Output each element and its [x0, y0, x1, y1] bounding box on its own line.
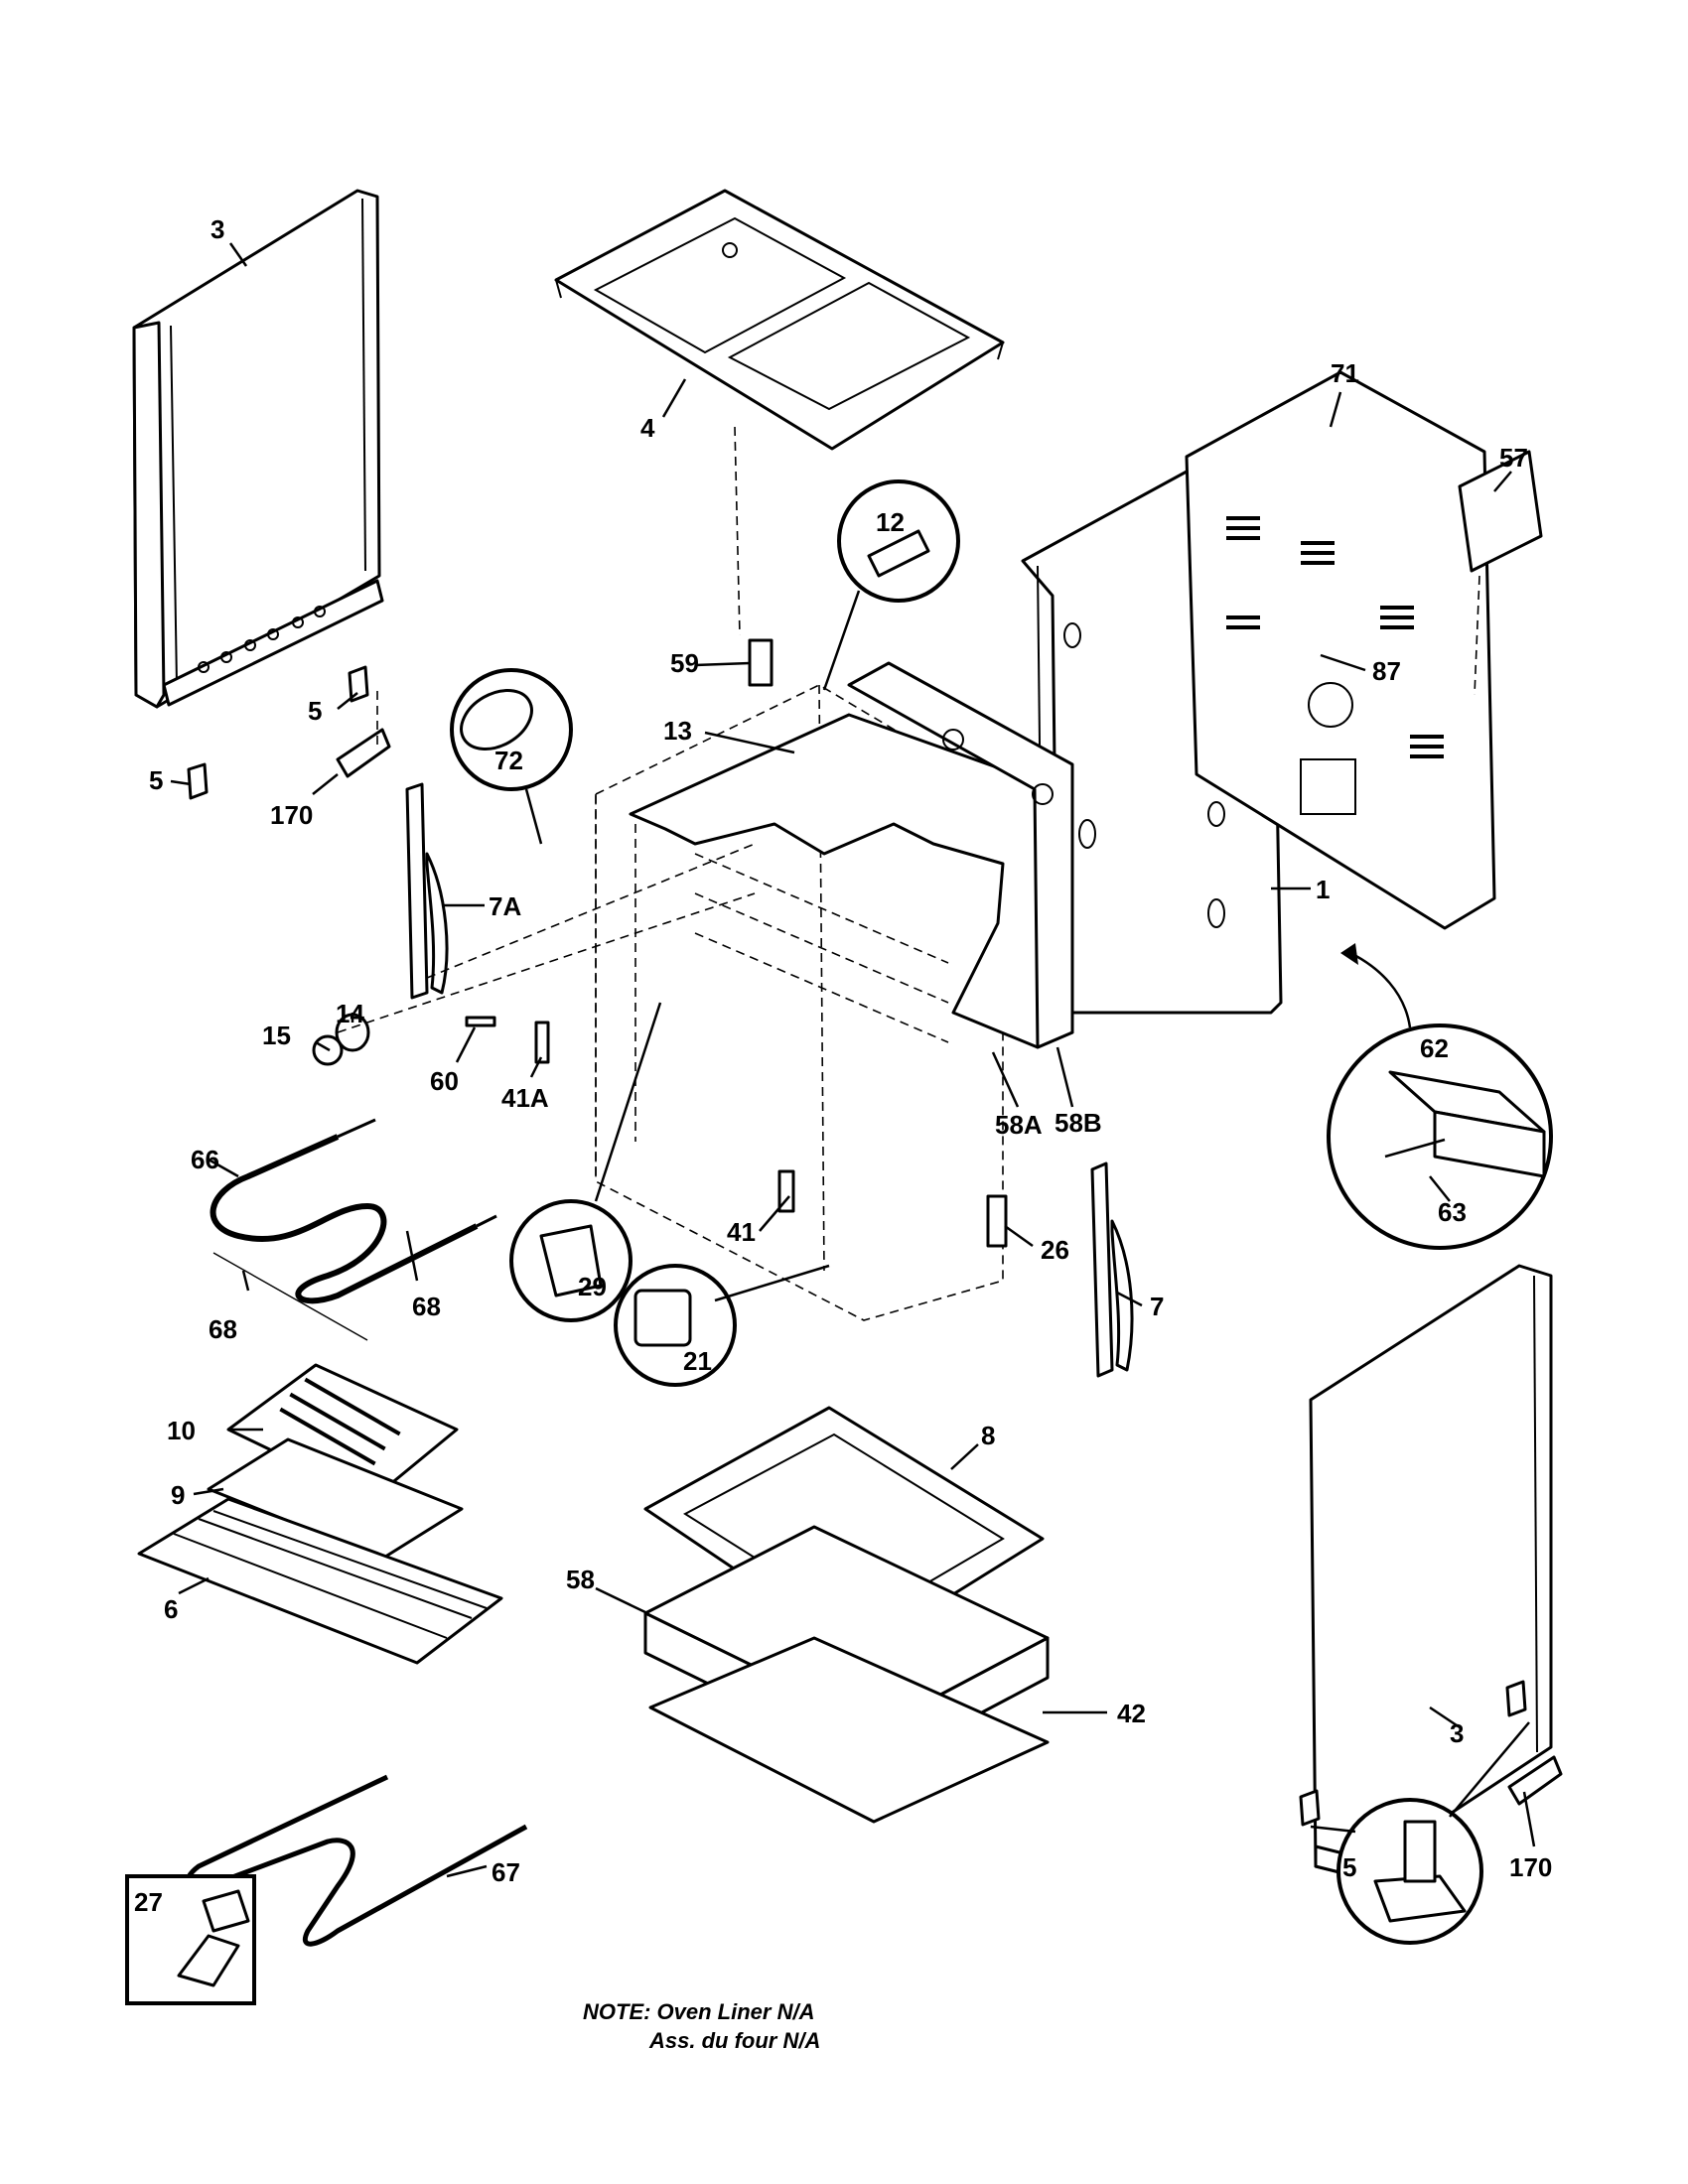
label-72: 72 — [494, 746, 523, 775]
label-170-right: 170 — [1509, 1852, 1552, 1882]
label-3-left: 3 — [211, 214, 224, 244]
label-71: 71 — [1331, 358, 1359, 388]
leveling-leg-small-a — [348, 665, 369, 703]
leveling-leg-small-d — [1505, 1680, 1527, 1717]
bottom-drip-pan — [648, 1636, 1050, 1824]
label-59: 59 — [670, 648, 699, 678]
right-side-panel — [1309, 1264, 1553, 1878]
label-66: 66 — [191, 1145, 219, 1174]
oven-insulation — [629, 661, 1074, 1049]
rating-plate — [1458, 450, 1543, 573]
label-3-right: 3 — [1450, 1718, 1464, 1748]
label-7: 7 — [1150, 1292, 1164, 1321]
leveling-leg-small-b — [187, 762, 209, 800]
label-170-left: 170 — [270, 800, 313, 830]
label-68b: 68 — [412, 1292, 441, 1321]
left-side-panel — [132, 189, 384, 709]
label-63: 63 — [1438, 1197, 1467, 1227]
hinge-7a — [405, 782, 449, 1000]
spacer-59 — [748, 638, 774, 687]
label-1: 1 — [1316, 875, 1330, 904]
rear-cover — [1185, 370, 1496, 930]
label-67: 67 — [492, 1857, 520, 1887]
callout-27-box — [125, 1874, 256, 2005]
label-15: 15 — [262, 1021, 291, 1050]
label-6: 6 — [164, 1594, 178, 1624]
bracket-60 — [465, 1016, 496, 1027]
label-14: 14 — [336, 999, 364, 1028]
callout-72 — [450, 668, 573, 845]
label-42: 42 — [1117, 1699, 1146, 1728]
insulation-strip-68 — [212, 1252, 368, 1341]
label-21: 21 — [683, 1346, 712, 1376]
label-57: 57 — [1499, 443, 1528, 473]
callout-5-foot — [1336, 1798, 1483, 1945]
hinge-7 — [1090, 1161, 1134, 1378]
label-58b: 58B — [1055, 1108, 1102, 1138]
label-5b: 5 — [149, 765, 163, 795]
label-12: 12 — [876, 507, 905, 537]
leveling-leg-small-c — [1299, 1789, 1321, 1827]
anti-tip-bracket-left — [336, 728, 391, 778]
anti-tip-bracket-right — [1507, 1755, 1563, 1806]
label-9: 9 — [171, 1480, 185, 1510]
label-8: 8 — [981, 1421, 995, 1450]
callout-29 — [509, 1199, 633, 1322]
label-68a: 68 — [209, 1314, 237, 1344]
top-panel — [554, 189, 1005, 451]
part-labels: 3 4 5 5 170 72 13 59 12 71 57 87 1 7A 14… — [134, 214, 1552, 1917]
callout-62-63 — [1327, 943, 1553, 1250]
label-5c: 5 — [1342, 1852, 1356, 1882]
oven-rack — [137, 1497, 503, 1665]
label-26: 26 — [1041, 1235, 1069, 1265]
callout-21 — [614, 1264, 737, 1387]
note-line-1: NOTE: Oven Liner N/A — [583, 1999, 814, 2024]
label-87: 87 — [1372, 656, 1401, 686]
label-4: 4 — [640, 413, 655, 443]
label-58a: 58A — [995, 1110, 1043, 1140]
label-41: 41 — [727, 1217, 756, 1247]
label-62: 62 — [1420, 1033, 1449, 1063]
label-5a: 5 — [308, 696, 322, 726]
callout-12 — [822, 479, 960, 691]
broiler-pan-insert — [226, 1363, 459, 1501]
label-60: 60 — [430, 1066, 459, 1096]
clip-41a — [534, 1021, 550, 1064]
label-10: 10 — [167, 1416, 196, 1445]
clip-41 — [777, 1169, 795, 1213]
note-line-2: Ass. du four N/A — [648, 2028, 820, 2053]
label-29: 29 — [578, 1272, 607, 1301]
broil-element — [210, 1118, 497, 1304]
assembly-guide-lines — [337, 426, 1480, 1033]
label-27: 27 — [134, 1887, 163, 1917]
bracket-26 — [986, 1194, 1008, 1248]
leader-lines — [170, 242, 1536, 1878]
label-13: 13 — [663, 716, 692, 746]
label-7a: 7A — [489, 891, 521, 921]
label-41a: 41A — [501, 1083, 549, 1113]
label-58: 58 — [566, 1565, 595, 1594]
